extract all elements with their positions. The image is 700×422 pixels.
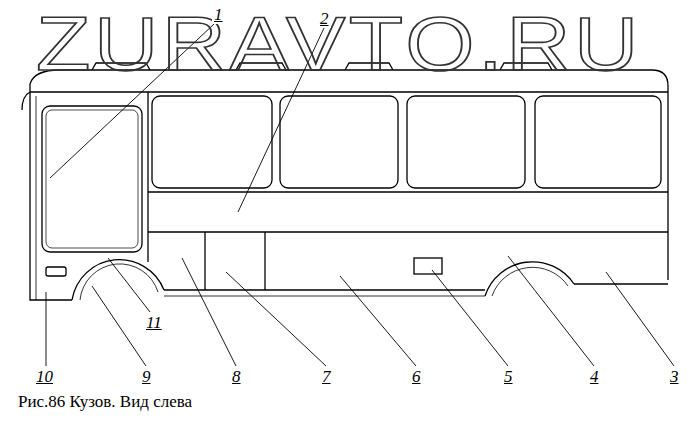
- callout-number: 3: [668, 368, 681, 386]
- callout-number: 9: [140, 368, 153, 386]
- callout-number: 7: [320, 368, 333, 386]
- callout-number: 2: [318, 10, 331, 28]
- callout-number: 8: [230, 368, 243, 386]
- callout-number: 6: [410, 368, 423, 386]
- figure-caption: Рис.86 Кузов. Вид слева: [18, 392, 192, 412]
- callout-number: 4: [588, 368, 601, 386]
- watermark: ZURAVTO.RU: [36, 6, 642, 82]
- callout-number: 1: [212, 6, 225, 24]
- callout-number: 11: [144, 314, 164, 332]
- callout-number: 5: [502, 368, 515, 386]
- callout-number: 10: [34, 368, 55, 386]
